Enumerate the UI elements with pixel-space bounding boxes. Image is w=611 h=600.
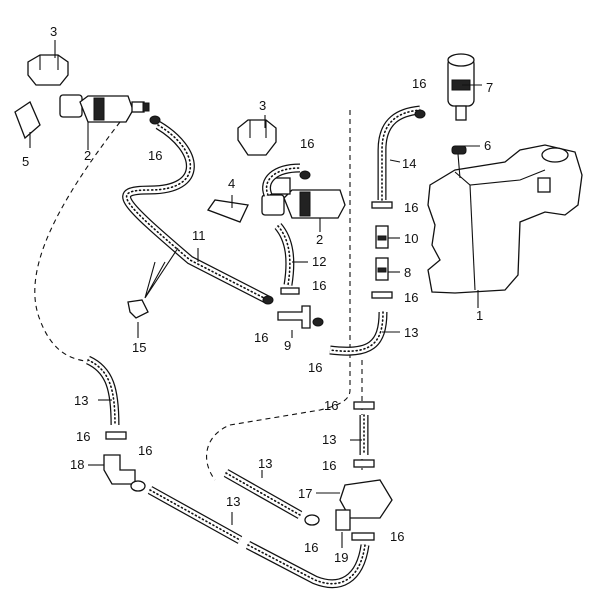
label-2-left: 2 <box>84 148 91 163</box>
label-16-f: 16 <box>312 278 326 293</box>
leader-lines <box>29 40 482 548</box>
label-16-b: 16 <box>300 136 314 151</box>
reservoir <box>427 144 583 294</box>
label-13-a: 13 <box>404 325 418 340</box>
label-12: 12 <box>312 254 326 269</box>
label-5: 5 <box>22 154 29 169</box>
label-18: 18 <box>70 457 84 472</box>
label-16-j: 16 <box>138 443 152 458</box>
label-7: 7 <box>486 80 493 95</box>
clamps <box>105 109 426 541</box>
hoses <box>85 105 421 589</box>
label-16-n: 16 <box>390 529 404 544</box>
routing-line-center <box>206 110 351 481</box>
label-16-d: 16 <box>404 200 418 215</box>
routing-line-left <box>34 121 121 363</box>
label-16-c: 16 <box>412 76 426 91</box>
label-16-a: 16 <box>148 148 162 163</box>
label-16-m: 16 <box>304 540 318 555</box>
label-16-e: 16 <box>404 290 418 305</box>
label-11: 11 <box>192 228 206 243</box>
label-17: 17 <box>298 486 312 501</box>
nozzle-assembly-center <box>206 119 346 223</box>
label-13-e: 13 <box>226 494 240 509</box>
washer-pump <box>447 53 475 179</box>
label-16-l: 16 <box>322 458 336 473</box>
label-16-i: 16 <box>76 429 90 444</box>
label-9: 9 <box>284 338 291 353</box>
label-16-k: 16 <box>324 398 338 413</box>
label-14: 14 <box>402 156 416 171</box>
label-1: 1 <box>476 308 483 323</box>
label-13-c: 13 <box>322 432 336 447</box>
label-8: 8 <box>404 265 411 280</box>
label-19: 19 <box>334 550 348 565</box>
label-3-left: 3 <box>50 24 57 39</box>
label-6: 6 <box>484 138 491 153</box>
label-16-g: 16 <box>254 330 268 345</box>
part-labels: 3 2 5 16 3 16 4 2 16 7 6 14 16 10 8 16 1… <box>22 24 493 565</box>
label-16-h: 16 <box>308 360 322 375</box>
label-4: 4 <box>228 176 235 191</box>
label-2-center: 2 <box>316 232 323 247</box>
label-13-d: 13 <box>258 456 272 471</box>
connectors <box>103 225 393 531</box>
label-3-center: 3 <box>259 98 266 113</box>
nozzle-assembly-left <box>14 54 150 140</box>
label-10: 10 <box>404 231 418 246</box>
label-13-b: 13 <box>74 393 88 408</box>
label-15: 15 <box>132 340 146 355</box>
